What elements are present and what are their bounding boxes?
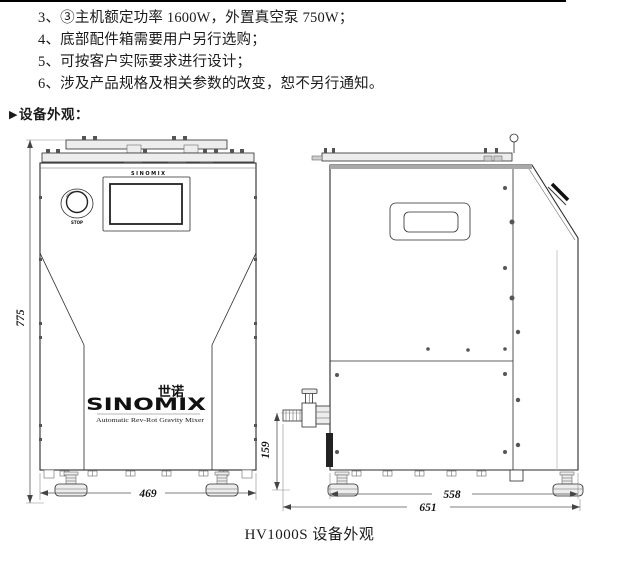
- section-title: 设备外观：: [18, 107, 89, 122]
- figure-caption: HV1000S 设备外观: [244, 527, 375, 543]
- logo-cn: 世诺: [158, 384, 184, 400]
- svg-text:651: 651: [419, 502, 436, 514]
- panel-brand-label: SINOMIX: [131, 171, 165, 177]
- svg-text:775: 775: [15, 309, 27, 327]
- stop-button-label: STOP: [71, 220, 83, 225]
- spec-item-6: 6、涉及产品规格及相关参数的改变，恕不另行通知。: [38, 76, 384, 92]
- front-foot-right: [205, 471, 239, 497]
- logo-en: SINOMIX: [86, 395, 206, 415]
- svg-text:159: 159: [260, 441, 272, 459]
- side-recess: [326, 433, 333, 467]
- section-header: ▶设备外观：: [9, 103, 89, 123]
- dim-body-depth-558: 558: [329, 473, 579, 501]
- dim-valve-height-159: 159: [260, 412, 303, 491]
- section-bullet-icon: ▶: [9, 109, 18, 121]
- svg-text:469: 469: [138, 488, 157, 500]
- side-view: [282, 133, 584, 497]
- page-top-border: [0, 0, 566, 2]
- svg-text:558: 558: [443, 489, 461, 501]
- vacuum-valve: [282, 388, 331, 428]
- side-body: [326, 164, 579, 471]
- logo-tagline: Automatic Rev-Rot Gravity Mixer: [96, 417, 204, 424]
- dimension-annotations: 775 469 159: [15, 139, 581, 514]
- side-top-plate: [311, 133, 519, 162]
- spec-list: 3、③主机额定功率 1600W，外置真空泵 750W； 4、底部配件箱需要用户另…: [38, 7, 384, 95]
- spec-item-4: 4、底部配件箱需要用户另行选购；: [38, 32, 266, 48]
- equipment-drawing: SINOMIX STOP 世诺 SINOMIX Automatic Rev-Ro…: [15, 133, 584, 514]
- spec-item-3: 3、③主机额定功率 1600W，外置真空泵 750W；: [38, 10, 354, 26]
- touchscreen: [102, 176, 191, 232]
- stop-button: STOP: [60, 188, 94, 225]
- door-handle: [547, 182, 570, 206]
- dim-height-775: 775: [15, 139, 66, 504]
- side-window: [389, 202, 471, 241]
- dim-overall-depth-651: 651: [282, 424, 581, 514]
- hook-ring: [509, 133, 519, 143]
- spec-item-5: 5、可按客户实际要求进行设计；: [38, 54, 252, 70]
- dim-width-469: 469: [39, 473, 257, 500]
- front-view: SINOMIX STOP 世诺 SINOMIX Automatic Rev-Ro…: [39, 136, 257, 497]
- front-logo: 世诺 SINOMIX Automatic Rev-Rot Gravity Mix…: [86, 384, 206, 424]
- side-foot-right: [552, 471, 584, 497]
